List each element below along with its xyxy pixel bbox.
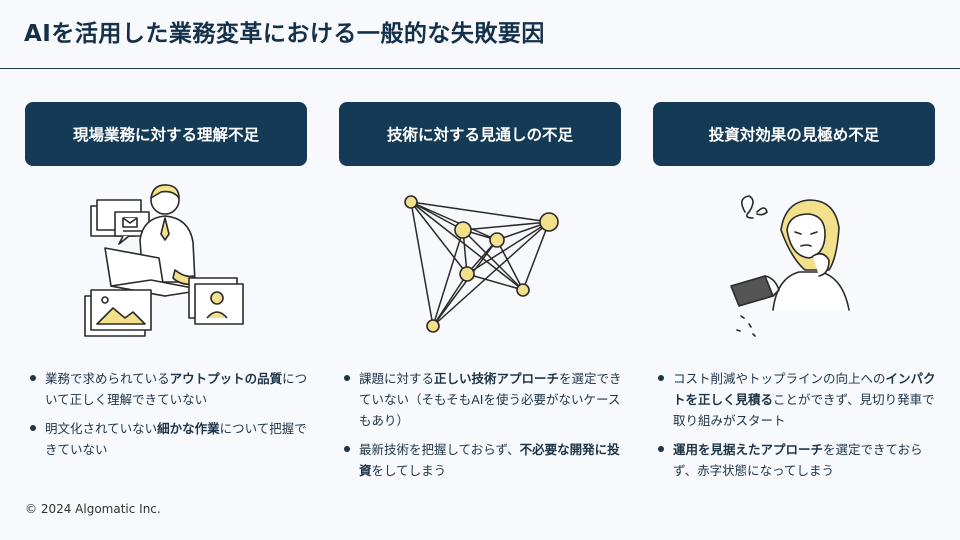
bullet-item: 運用を見据えたアプローチを選定できておらず、赤字状態になってしまう — [653, 439, 943, 481]
column-business-understanding: 現場業務に対する理解不足 — [25, 102, 307, 457]
network-graph-illustration — [404, 195, 559, 333]
column-bullets: 課題に対する正しい技術アプローチを選定できていない（そもそもAIを使う必要がない… — [339, 368, 629, 489]
column-bullets: 業務で求められているアウトプットの品質について正しく理解できていない 明文化され… — [25, 368, 315, 468]
bullet-item: 課題に対する正しい技術アプローチを選定できていない（そもそもAIを使う必要がない… — [339, 368, 629, 431]
column-heading: 投資対効果の見極め不足 — [653, 102, 935, 166]
bullet-item: 業務で求められているアウトプットの品質について正しく理解できていない — [25, 368, 315, 410]
title-divider — [0, 68, 960, 69]
bullet-item: コスト削減やトップラインの向上へのインパクトを正しく見積ることができず、見切り発… — [653, 368, 943, 431]
bullet-item: 明文化されていない細かな作業について把握できていない — [25, 418, 315, 460]
column-roi-assessment: 投資対効果の見極め不足 コスト削減やトップラインの向上へのインパクトを正しく見積… — [653, 102, 936, 478]
copyright-notice: © 2024 Algomatic Inc. — [25, 502, 161, 516]
worried-person-illustration — [730, 195, 850, 337]
column-heading: 技術に対する見通しの不足 — [339, 102, 621, 166]
column-technology-outlook: 技術に対する見通しの不足 — [339, 102, 622, 478]
bullet-item: 最新技術を把握しておらず、不必要な開発に投資をしてしまう — [339, 439, 629, 481]
page-title: AIを活用した業務変革における一般的な失敗要因 — [24, 21, 545, 47]
office-worker-illustration — [84, 184, 244, 337]
column-bullets: コスト削減やトップラインの向上へのインパクトを正しく見積ることができず、見切り発… — [653, 368, 943, 489]
column-heading: 現場業務に対する理解不足 — [25, 102, 307, 166]
